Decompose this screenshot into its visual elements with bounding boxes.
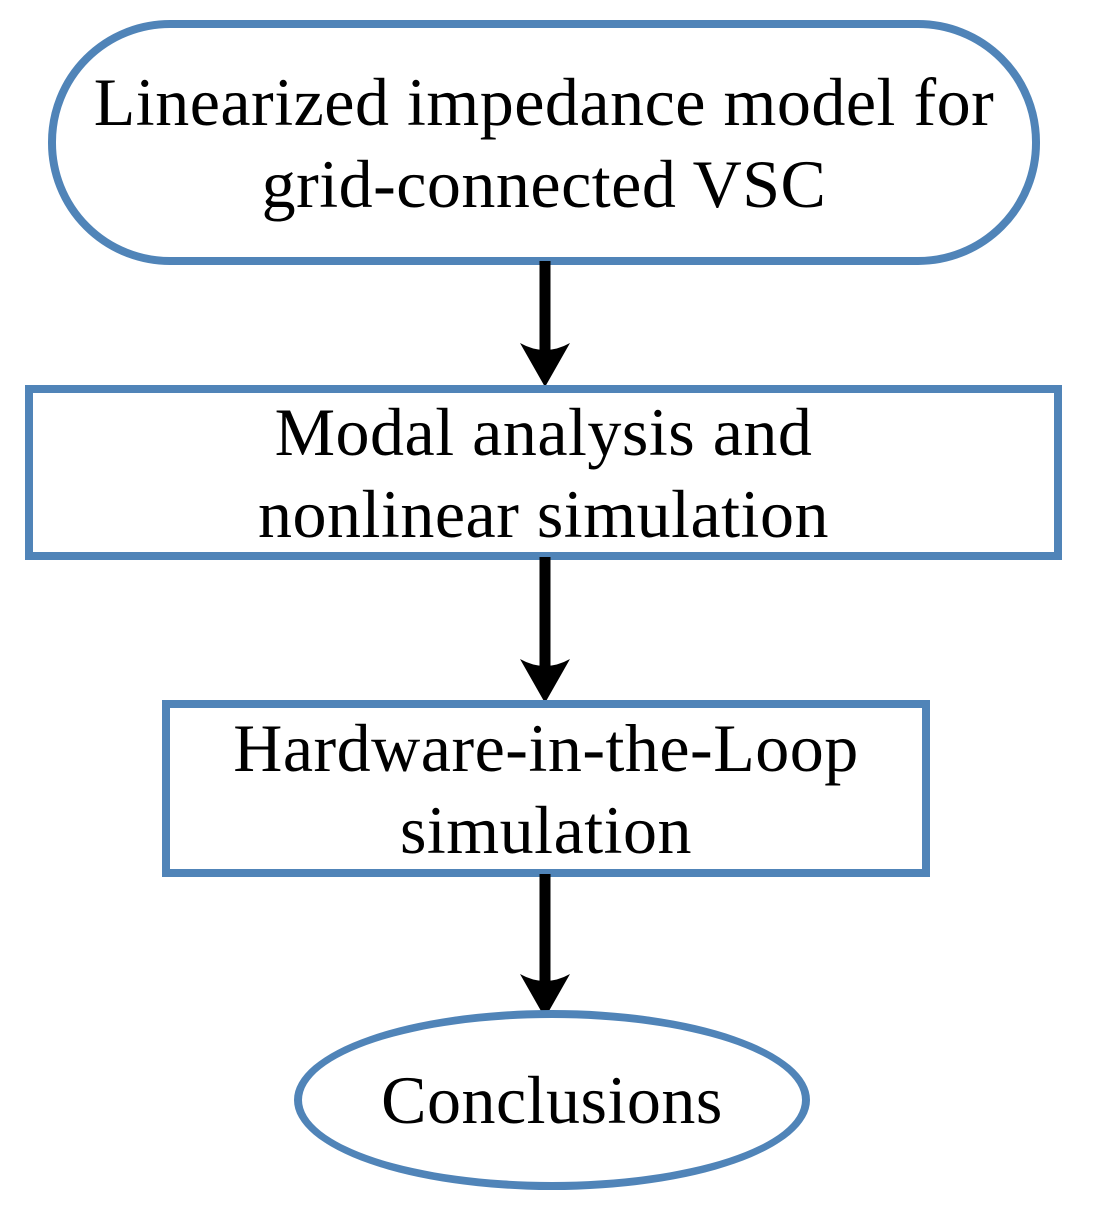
node-label-line: Modal analysis and [274,393,813,470]
node-label: Linearized impedance model for grid-conn… [94,61,994,225]
node-label-line: simulation [399,791,693,868]
node-label: Hardware-in-the-Loop simulation [233,707,859,871]
node-modal-analysis-simulation: Modal analysis and nonlinear simulation [25,385,1062,560]
node-label-line: nonlinear simulation [258,475,829,552]
arrow-down-icon [517,874,573,1018]
node-label-line: Linearized impedance model for [93,63,995,140]
arrow-down-icon [517,261,573,387]
node-label-line: Conclusions [381,1062,723,1138]
arrow-down-icon [517,557,573,703]
node-label: Conclusions [381,1059,723,1141]
node-label-line: grid-connected VSC [261,145,827,222]
node-linearized-impedance-model: Linearized impedance model for grid-conn… [48,20,1040,265]
node-conclusions: Conclusions [294,1010,810,1190]
node-label: Modal analysis and nonlinear simulation [258,391,829,555]
node-hardware-in-the-loop-simulation: Hardware-in-the-Loop simulation [162,700,930,877]
node-label-line: Hardware-in-the-Loop [233,709,859,786]
